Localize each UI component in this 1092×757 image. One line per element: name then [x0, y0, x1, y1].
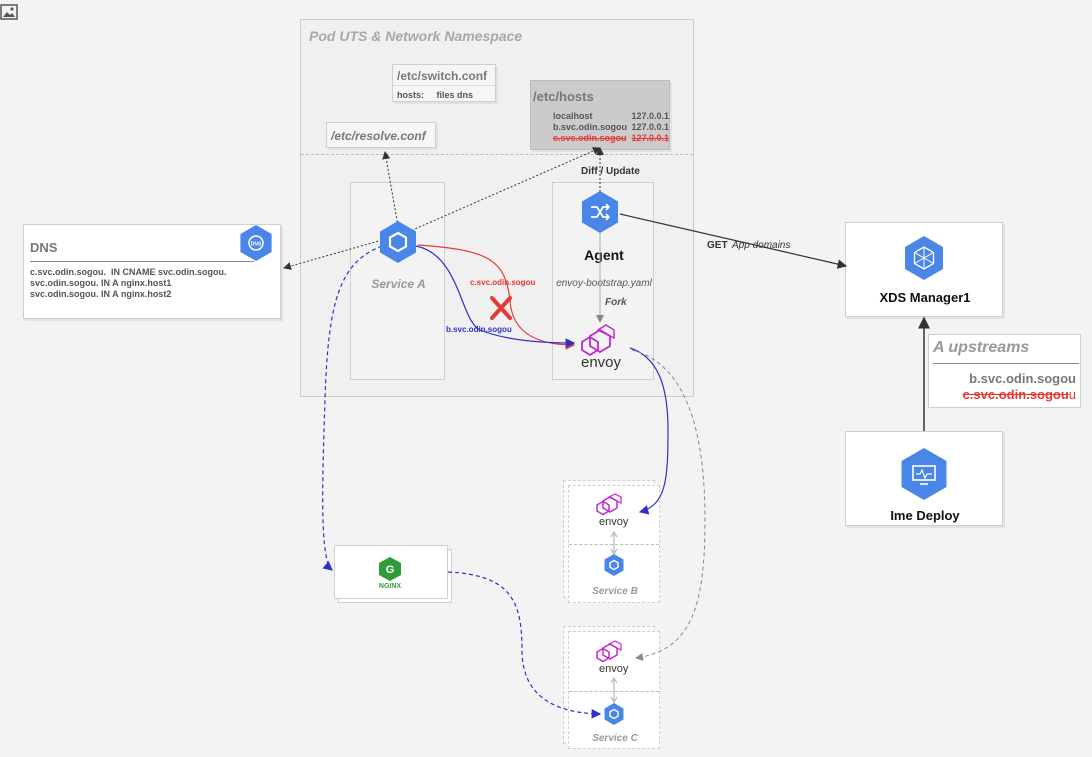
dns-box: DNS c.svc.odin.sogou. IN CNAME svc.odin.…	[23, 224, 281, 319]
route-c-svc-label: c.svc.odin.sogou	[470, 278, 535, 287]
hosts-title: /etc/hosts	[533, 89, 594, 104]
nginx-logo-icon: G NGINX	[370, 556, 410, 590]
upstream-item: b.svc.odin.sogou	[963, 371, 1076, 387]
service-a-label: Service A	[371, 277, 426, 291]
service-c-envoy-label: envoy	[599, 663, 629, 675]
xds-manager-label: XDS Manager1	[879, 290, 971, 305]
upstream-item-suffix: u	[1068, 387, 1076, 402]
envoy-to-service-b-arrow	[629, 347, 669, 515]
hosts-row-name: localhost	[553, 111, 593, 121]
upstream-item-text: b.svc.odin.sogou	[969, 371, 1076, 386]
dns-records: c.svc.odin.sogou. IN CNAME svc.odin.sogo…	[30, 267, 227, 300]
agent-to-xds-get-arrow	[619, 213, 848, 269]
agent-envoy-icon	[581, 324, 615, 357]
nginx-box[interactable]: G NGINX	[334, 545, 448, 599]
service-b-internal-connector	[610, 531, 618, 555]
switch-conf-divider	[393, 85, 495, 86]
service-b-envoy-label: envoy	[599, 516, 629, 528]
get-app-domains-label: App domains	[731, 240, 790, 251]
dns-record: svc.odin.sogou. IN A nginx.host2	[30, 289, 172, 299]
upstreams-title: A upstreams	[933, 339, 1030, 356]
service-a-hex-icon	[380, 221, 416, 263]
nginx-to-service-c-arrow	[447, 571, 602, 719]
hosts-row-name: c.svc.odin.sogou	[553, 133, 627, 143]
service-b-envoy-icon	[596, 493, 622, 516]
diff-update-label: Diff / Update	[581, 166, 640, 177]
service-a-to-hosts-arrow	[407, 147, 601, 233]
dns-icon: DNS	[240, 225, 272, 261]
envoy-to-service-c-arrow	[631, 349, 706, 661]
namespace-title: Pod UTS & Network Namespace	[309, 28, 523, 44]
resolve-conf-box: /etc/resolve.conf	[326, 122, 436, 148]
network-icon	[905, 236, 943, 280]
service-a-to-resolve-conf-arrow	[382, 151, 399, 227]
ime-deploy-label: Ime Deploy	[890, 508, 960, 523]
upstream-item: c.svc.odin.sogouu	[963, 387, 1076, 403]
hosts-row-ip: 127.0.0.1	[631, 133, 669, 143]
service-a-box[interactable]: Service A	[350, 182, 445, 380]
service-b-hex-icon	[604, 554, 624, 576]
dns-record: c.svc.odin.sogou. IN CNAME svc.odin.sogo…	[30, 267, 227, 277]
service-c-internal-connector	[610, 677, 618, 703]
dns-title: DNS	[30, 240, 58, 255]
nginx-label: NGINX	[379, 583, 402, 590]
service-a-to-nginx-arrow	[322, 245, 383, 571]
image-placeholder-icon	[0, 4, 18, 20]
agent-envoy-label: envoy	[581, 354, 622, 371]
dns-divider	[30, 261, 254, 262]
service-b-label: Service B	[592, 586, 638, 597]
agent-label: Agent	[584, 247, 624, 263]
fork-label: Fork	[605, 297, 627, 308]
switch-conf-box: /etc/switch.conf hosts: files dns	[392, 64, 496, 102]
upstream-item-text: c.svc.odin.sogou	[962, 387, 1069, 402]
hosts-row: localhost 127.0.0.1	[553, 111, 669, 122]
get-verb-label: GET	[707, 240, 728, 251]
upstreams-divider	[933, 363, 1079, 364]
route-b-svc-line	[415, 245, 576, 348]
hosts-row-name: b.svc.odin.sogou	[553, 122, 628, 132]
service-c-hex-icon	[604, 703, 624, 725]
svg-text:G: G	[386, 564, 395, 576]
hosts-row: c.svc.odin.sogou 127.0.0.1	[553, 133, 669, 144]
service-c-label: Service C	[592, 733, 638, 744]
hosts-row-ip: 127.0.0.1	[631, 111, 669, 121]
route-b-svc-label: b.svc.odin.sogou	[446, 325, 512, 334]
switch-conf-title: /etc/switch.conf	[397, 69, 488, 83]
resolve-conf-title: /etc/resolve.conf	[331, 129, 426, 143]
service-a-to-dns-arrow	[283, 239, 383, 270]
monitor-icon	[901, 448, 947, 500]
service-c-envoy-icon	[596, 640, 622, 663]
blocked-route-x-icon	[490, 296, 512, 320]
svg-text:DNS: DNS	[251, 242, 262, 248]
dns-record: svc.odin.sogou. IN A nginx.host1	[30, 278, 172, 288]
envoy-bootstrap-label: envoy-bootstrap.yaml	[556, 278, 652, 289]
shuffle-icon	[582, 191, 618, 233]
switch-conf-line: hosts: files dns	[397, 90, 474, 100]
hosts-row-ip: 127.0.0.1	[631, 122, 669, 132]
namespace-divider	[301, 154, 693, 155]
